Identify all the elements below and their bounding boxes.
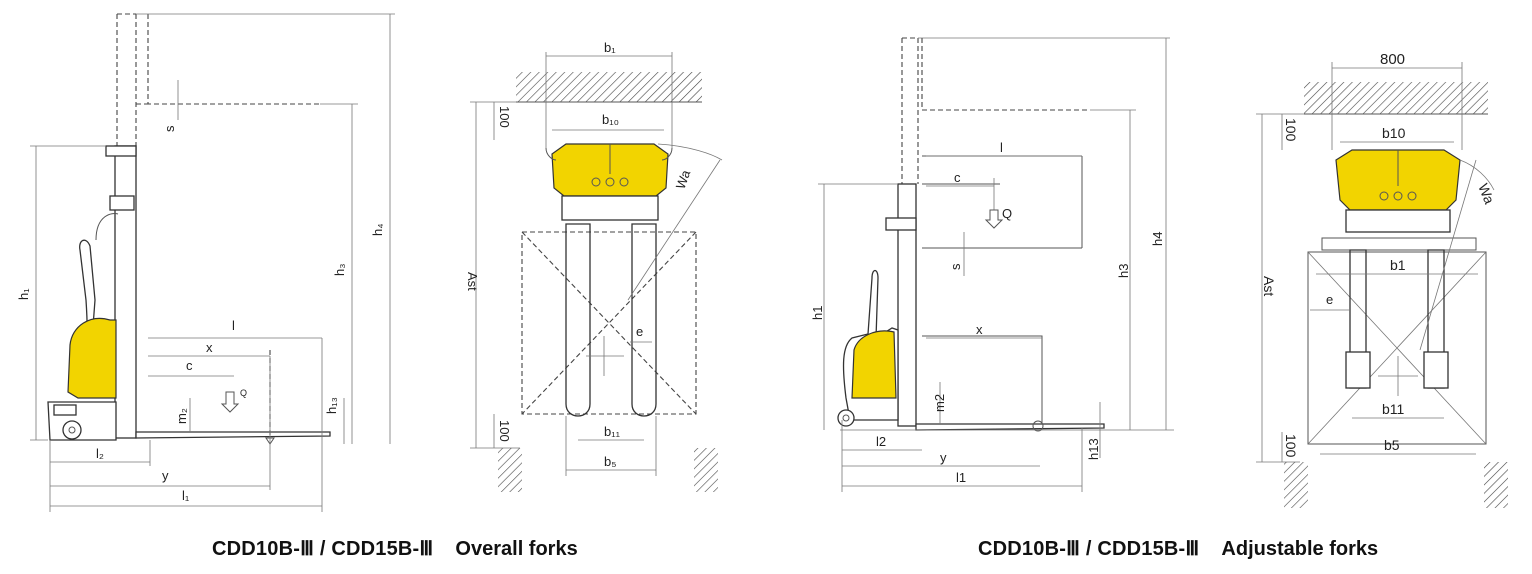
dim-h4: h₄ <box>370 223 385 236</box>
dim-y: y <box>162 468 169 483</box>
dim-l2-adj: l2 <box>876 434 886 449</box>
side-view-adjustable: Q c l s x m2 h1 h3 h4 h13 l2 y l1 <box>810 37 1174 492</box>
dim-y-adj: y <box>940 450 947 465</box>
dim-b1-adj: b1 <box>1390 257 1406 273</box>
dim-b10-adj: b10 <box>1382 125 1406 141</box>
dim-c: c <box>186 358 193 373</box>
dim-l: l <box>232 318 235 333</box>
dim-b1-top: b₁ <box>604 40 616 55</box>
dim-l1-adj: l1 <box>956 470 966 485</box>
dim-q: Q <box>240 388 247 398</box>
caption-right-forks: Adjustable forks <box>1221 538 1379 560</box>
caption-right: CDD10B-Ⅲ / CDD15B-Ⅲ Adjustable forks <box>978 536 1378 561</box>
dim-h3-adj: h3 <box>1116 264 1131 278</box>
dim-e-adj: e <box>1326 292 1333 307</box>
caption-left-model: CDD10B-Ⅲ / CDD15B-Ⅲ <box>212 538 434 560</box>
dim-b10: b₁₀ <box>602 112 619 127</box>
dim-s: s <box>162 125 177 132</box>
dim-100-bottom-adj: 100 <box>1283 434 1299 458</box>
dim-800: 800 <box>1380 51 1405 68</box>
dim-100-top: 100 <box>497 106 512 128</box>
dim-l2: l₂ <box>96 446 104 461</box>
dim-s-adj: s <box>948 263 963 270</box>
dim-wa-adj: Wa <box>1475 181 1498 206</box>
dim-h1: h₁ <box>16 288 31 300</box>
dim-l1: l₁ <box>182 488 190 503</box>
dim-ast-top: Ast <box>465 272 480 291</box>
caption-right-model: CDD10B-Ⅲ / CDD15B-Ⅲ <box>978 538 1200 560</box>
dim-b11-top: b₁₁ <box>604 424 621 439</box>
dim-h1-adj: h1 <box>810 306 825 320</box>
dim-q-adj: Q <box>1002 206 1012 221</box>
caption-left-forks: Overall forks <box>455 538 578 560</box>
top-view-overall: b₁ b₁₀ e Wa Ast 100 100 b₁₁ <box>465 40 723 492</box>
dim-m2: m₂ <box>174 408 189 424</box>
dim-c-adj: c <box>954 170 961 185</box>
dim-100-bottom: 100 <box>497 420 512 442</box>
dim-100-top-adj: 100 <box>1283 118 1299 142</box>
side-view-overall: h₁ h₄ h₃ h₁₃ s l x c Q m₂ l₂ y l₁ <box>16 13 395 512</box>
dim-e-top: e <box>636 324 643 339</box>
dim-h13: h₁₃ <box>324 397 339 414</box>
dim-b11-adj: b11 <box>1382 401 1405 417</box>
dim-x: x <box>206 340 213 355</box>
dim-h3: h₃ <box>332 263 347 276</box>
dim-h4-adj: h4 <box>1150 232 1165 246</box>
dim-m2-adj: m2 <box>932 394 947 412</box>
dim-x-adj: x <box>976 322 983 337</box>
dim-l-adj: l <box>1000 140 1003 155</box>
dim-wa-top: Wa <box>673 167 694 191</box>
caption-left: CDD10B-Ⅲ / CDD15B-Ⅲ Overall forks <box>212 536 578 561</box>
dim-h13-adj: h13 <box>1086 438 1101 460</box>
top-view-adjustable: 800 b10 b1 e Wa b11 b5 Ast 100 100 <box>1256 51 1508 508</box>
dim-b5-top: b₅ <box>604 454 616 469</box>
dim-b5-adj: b5 <box>1384 437 1400 453</box>
dim-ast-adj: Ast <box>1261 276 1277 296</box>
